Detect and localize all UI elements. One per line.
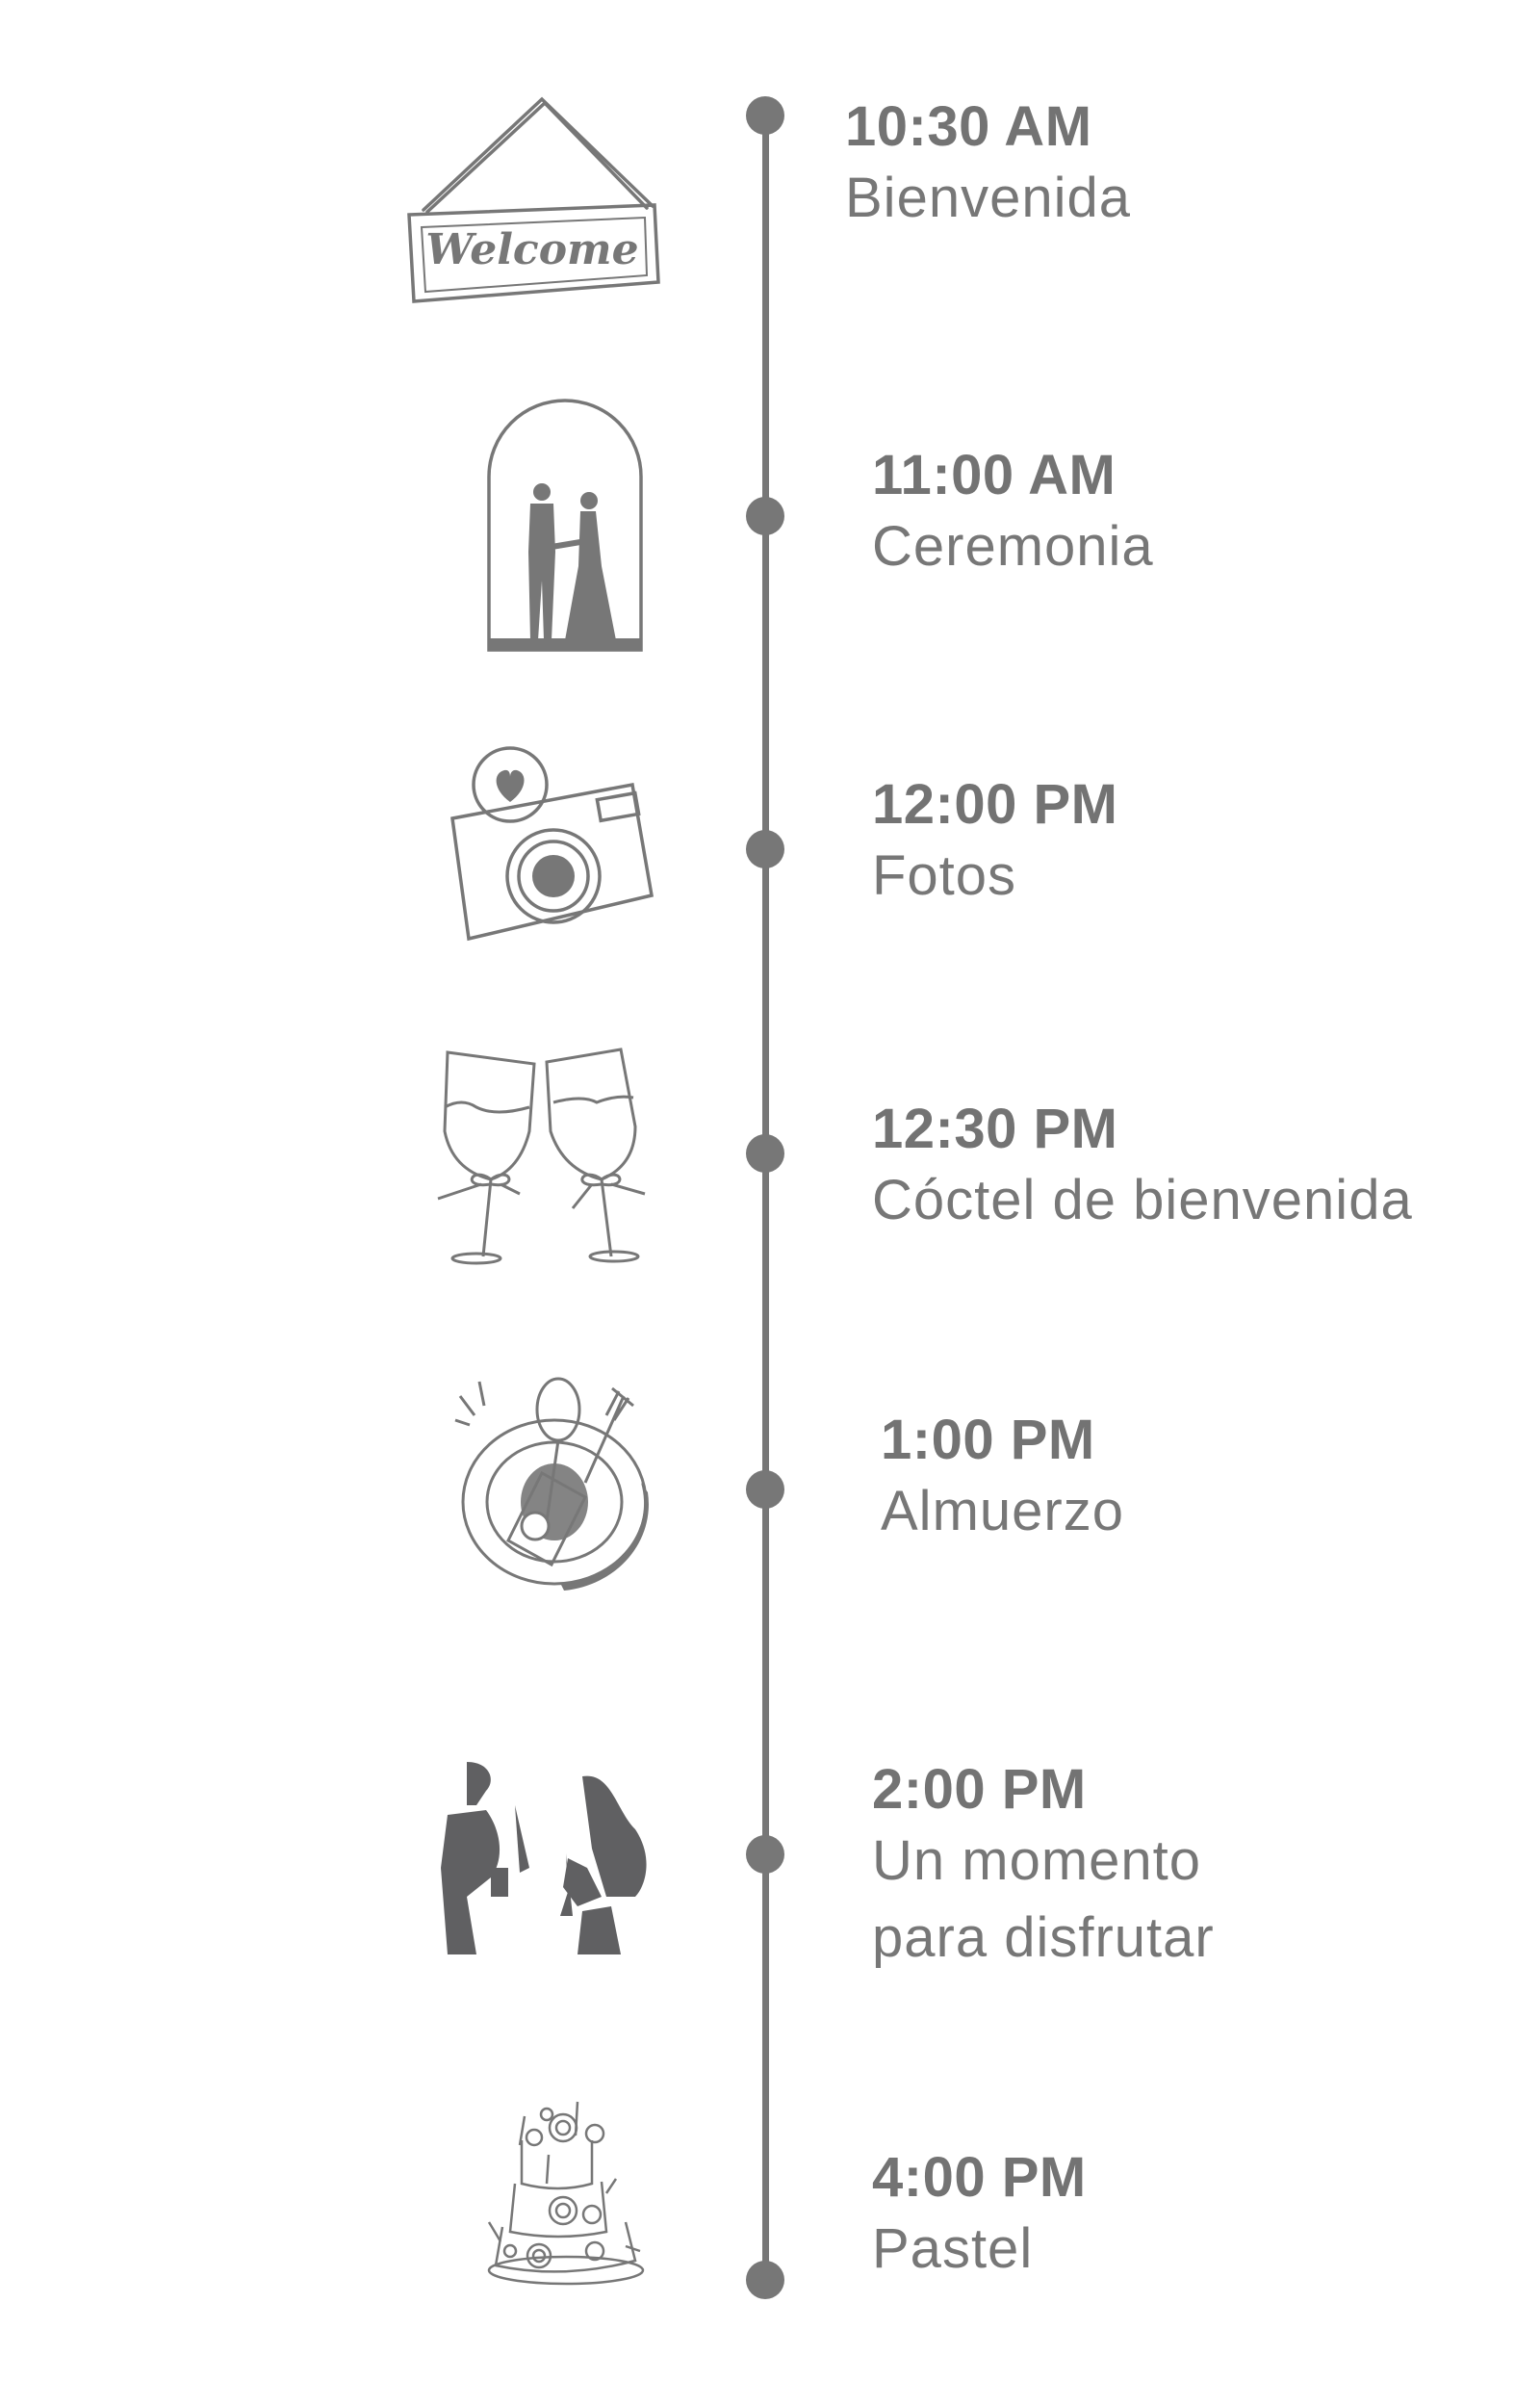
- timeline-dot: [746, 1835, 784, 1874]
- item-label: Ceremonia: [872, 515, 1154, 578]
- timeline-item: 2:00 PM Un momento para disfrutar: [872, 1759, 1215, 1979]
- timeline-item: 4:00 PM Pastel: [872, 2147, 1087, 2290]
- timeline-item: 12:00 PM Fotos: [872, 774, 1117, 917]
- timeline-item: 12:30 PM Cóctel de bienvenida: [872, 1099, 1413, 1241]
- item-time: 1:00 PM: [881, 1409, 1095, 1471]
- item-label: Fotos: [872, 844, 1017, 907]
- plate-cutlery-icon: [450, 1377, 662, 1598]
- item-time: 10:30 AM: [845, 95, 1092, 158]
- item-label: Pastel: [872, 2217, 1034, 2280]
- timeline-dot: [746, 2261, 784, 2299]
- timeline-dot: [746, 1134, 784, 1173]
- timeline-dot: [746, 497, 784, 535]
- item-time: 12:00 PM: [872, 773, 1118, 836]
- item-label-line-1: Un momento: [872, 1829, 1202, 1892]
- timeline-dot: [746, 1470, 784, 1509]
- welcome-sign-text: Welcome: [425, 225, 638, 274]
- camera-heart-icon: [445, 746, 661, 948]
- item-label: Bienvenida: [845, 167, 1131, 229]
- item-time: 4:00 PM: [872, 2146, 1087, 2209]
- item-time: 2:00 PM: [872, 1758, 1087, 1821]
- wedding-couple-arch-icon: [486, 398, 645, 653]
- timeline-dot: [746, 96, 784, 135]
- timeline-item: 1:00 PM Almuerzo: [881, 1410, 1124, 1552]
- item-label-line-2: para disfrutar: [872, 1906, 1215, 1969]
- item-time: 11:00 AM: [872, 444, 1116, 506]
- couple-drinks-icon: [433, 1762, 664, 1964]
- timeline-line: [762, 116, 769, 2280]
- timeline-item: 10:30 AM Bienvenida: [845, 96, 1131, 239]
- wedding-cake-icon: [481, 2097, 654, 2290]
- timeline-item: 11:00 AM Ceremonia: [872, 445, 1154, 587]
- item-label: Almuerzo: [881, 1480, 1124, 1542]
- toasting-glasses-icon: [424, 1045, 650, 1266]
- item-label: Cóctel de bienvenida: [872, 1169, 1413, 1231]
- welcome-sign-icon: Welcome: [404, 94, 679, 311]
- item-time: 12:30 PM: [872, 1098, 1118, 1160]
- timeline-dot: [746, 830, 784, 868]
